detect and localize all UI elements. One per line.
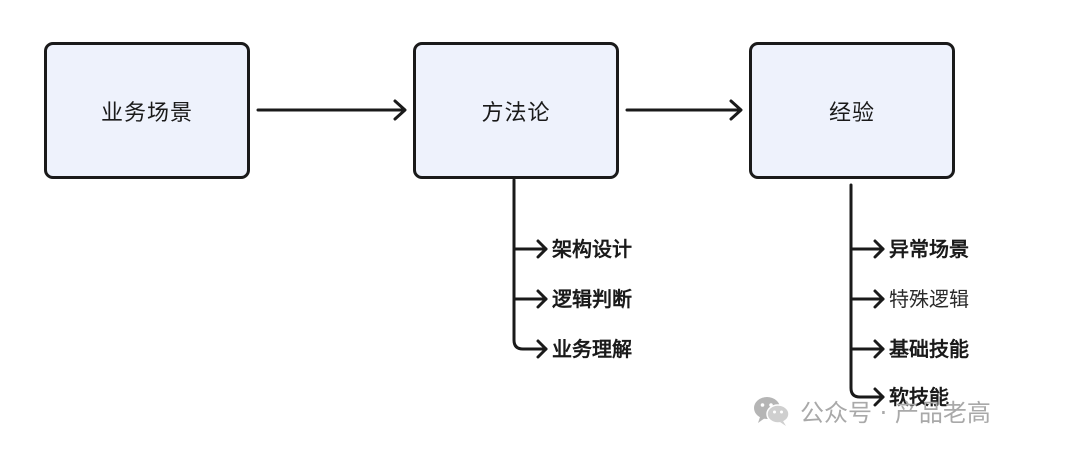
wechat-icon bbox=[752, 394, 792, 428]
box-methodology: 方法论 bbox=[413, 42, 619, 179]
experience-arrowhead-3 bbox=[873, 387, 885, 407]
method-item-business: 业务理解 bbox=[552, 337, 632, 361]
experience-item-special-logic: 特殊逻辑 bbox=[889, 287, 969, 311]
box-methodology-label: 方法论 bbox=[481, 100, 551, 126]
experience-item-exception: 异常场景 bbox=[889, 237, 969, 261]
method-arrowhead-1 bbox=[536, 289, 548, 309]
box-experience: 经验 bbox=[749, 42, 955, 179]
method-item-architecture: 架构设计 bbox=[552, 237, 632, 261]
box-experience-label: 经验 bbox=[828, 100, 875, 126]
method-item-logic: 逻辑判断 bbox=[552, 287, 632, 311]
experience-item-soft-skill: 软技能 bbox=[889, 385, 949, 409]
arrowhead-method-to-experience bbox=[729, 99, 743, 121]
experience-arrowhead-1 bbox=[873, 289, 885, 309]
box-business-scene: 业务场景 bbox=[44, 42, 250, 179]
watermark-text: 公众号 · 产品老高 bbox=[800, 399, 991, 427]
experience-arrowhead-0 bbox=[873, 239, 885, 259]
experience-item-basic-skill: 基础技能 bbox=[889, 337, 969, 361]
method-branch-trunk bbox=[512, 178, 548, 351]
box-business-scene-label: 业务场景 bbox=[100, 100, 193, 126]
arrowhead-scene-to-method bbox=[393, 99, 407, 121]
watermark: 公众号 · 产品老高 bbox=[752, 393, 991, 428]
experience-arrowhead-2 bbox=[873, 339, 885, 359]
experience-branch-trunk bbox=[849, 183, 885, 399]
method-arrowhead-2 bbox=[536, 339, 548, 359]
method-arrowhead-0 bbox=[536, 239, 548, 259]
